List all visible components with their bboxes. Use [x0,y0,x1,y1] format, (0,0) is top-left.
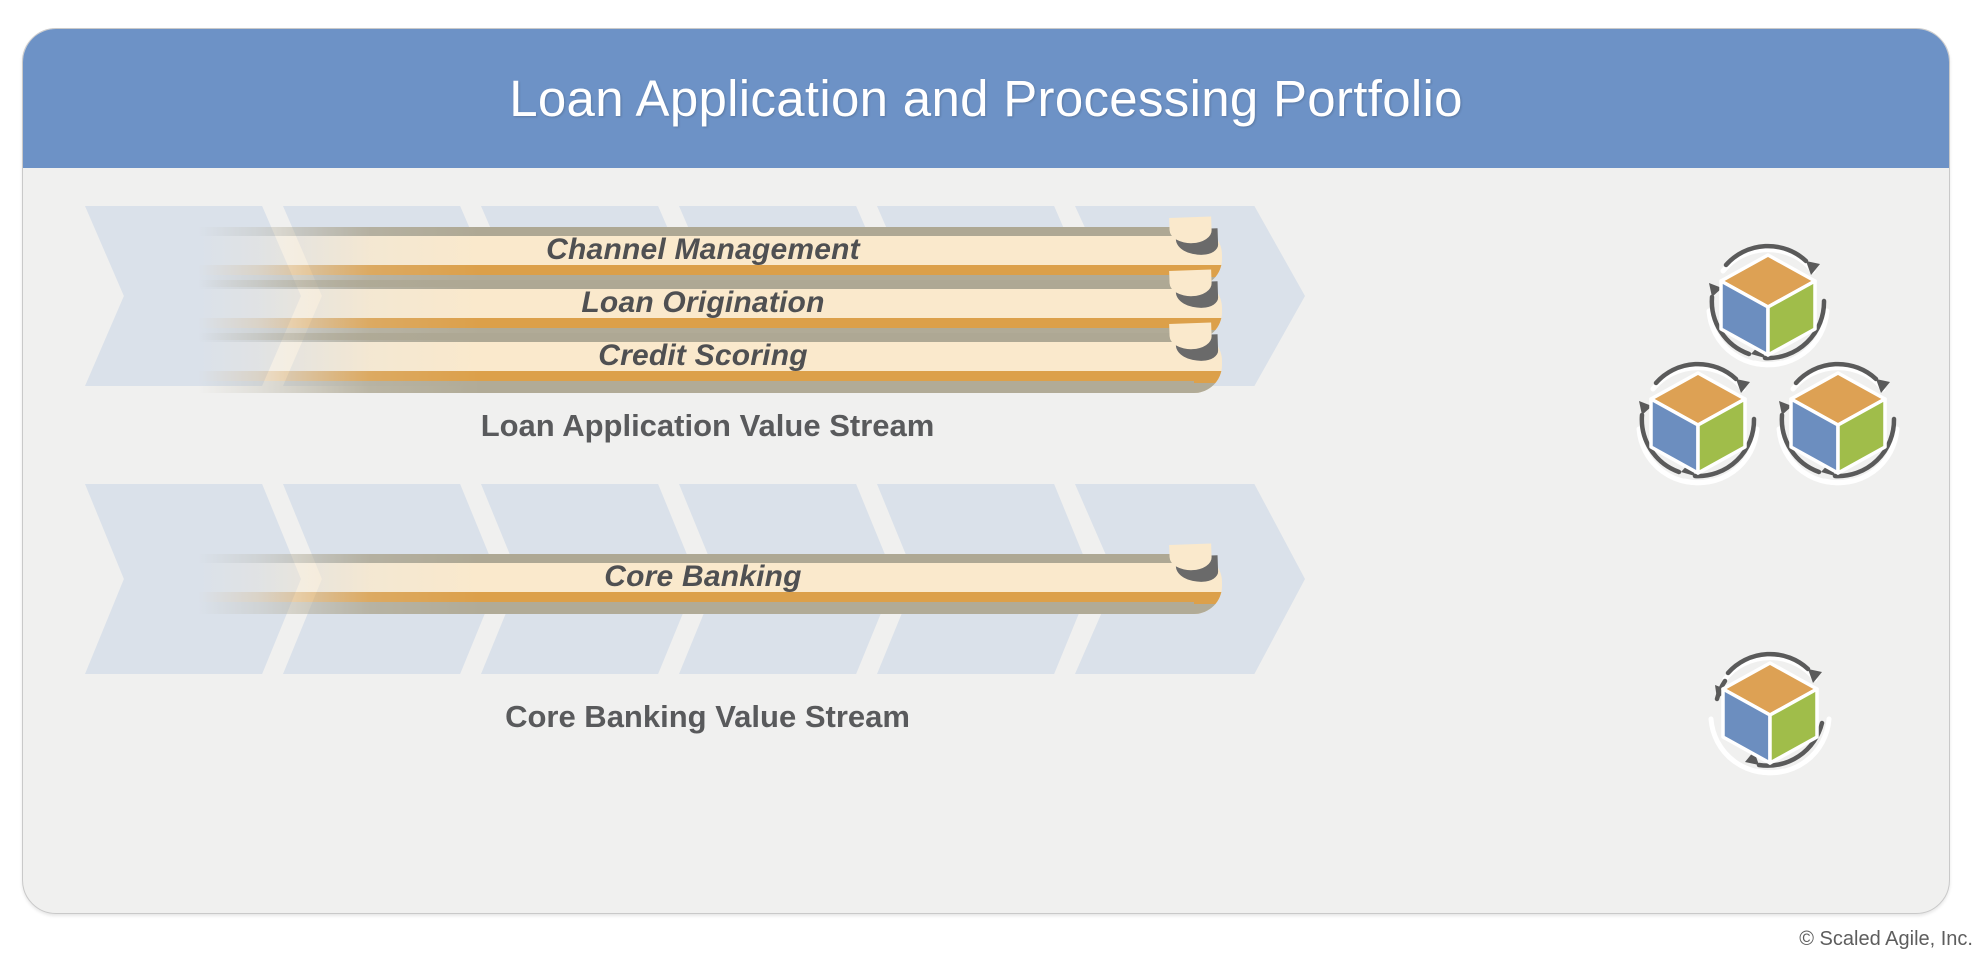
value-stream-loan-application: Channel Management Loan Origination [23,168,1949,498]
ribbon-top-edge [198,554,1208,563]
ribbon-stripe [198,592,1208,602]
ribbon-body [198,563,1208,592]
ribbon-body [198,342,1208,371]
ribbon-top-edge [198,280,1208,289]
ribbon-top-edge [198,333,1208,342]
art-ribbon-loan-origination[interactable]: Loan Origination [198,280,1222,340]
portfolio-card: Loan Application and Processing Portfoli… [22,28,1950,914]
ribbon-stripe [198,265,1208,275]
ribbon-body [198,236,1208,265]
art-ribbon-core-banking[interactable]: Core Banking [198,554,1222,614]
cube-with-circular-arrows-icon[interactable] [1623,347,1773,497]
ribbon-top-edge [198,227,1208,236]
value-stream-core-banking: Core Banking Core Banking Value Stream [23,444,1949,774]
solution-cluster-loan-application [1623,229,1913,489]
art-ribbon-credit-scoring[interactable]: Credit Scoring [198,333,1222,393]
ribbon-stripe [198,318,1208,328]
cube-with-circular-arrows-icon[interactable] [1695,637,1845,787]
value-stream-caption-core-banking: Core Banking Value Stream [505,699,910,734]
solution-cluster-core-banking [1695,637,1855,797]
ribbon-stripe [198,371,1208,381]
portfolio-header: Loan Application and Processing Portfoli… [23,29,1949,168]
page-title: Loan Application and Processing Portfoli… [509,70,1463,127]
ribbon-bottom-edge [198,381,1208,393]
cube-with-circular-arrows-icon[interactable] [1763,347,1913,497]
value-stream-caption-loan-application: Loan Application Value Stream [480,408,935,443]
copyright-notice: © Scaled Agile, Inc. [1799,928,1973,950]
ribbon-bottom-edge [198,602,1208,614]
ribbon-body [198,289,1208,318]
art-ribbon-channel-management[interactable]: Channel Management [198,227,1222,287]
cube-with-circular-arrows-icon[interactable] [1693,229,1843,379]
